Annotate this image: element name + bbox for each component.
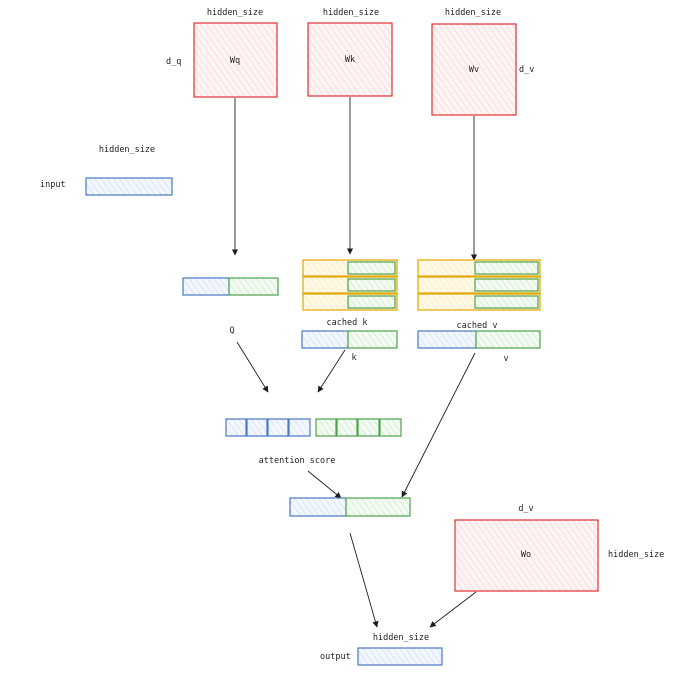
attn-to-output-arrow bbox=[349, 532, 379, 628]
k-to-score-arrow bbox=[317, 349, 346, 393]
attn-output-main bbox=[289, 497, 347, 517]
cached-k-stack bbox=[302, 259, 398, 311]
output-label: output bbox=[320, 652, 351, 662]
wv-side-label: d_v bbox=[519, 65, 534, 75]
v-to-attn-output-arrow bbox=[401, 352, 476, 498]
k-vector-rope bbox=[347, 330, 398, 349]
output-vector bbox=[357, 647, 443, 666]
wo-top-label: d_v bbox=[518, 504, 533, 514]
wo-to-output-arrow bbox=[429, 591, 477, 628]
input-vector bbox=[85, 177, 173, 196]
k-label: k bbox=[351, 353, 356, 363]
v-vector-rope bbox=[475, 330, 541, 349]
wv-top-label: hidden_size bbox=[445, 8, 501, 18]
cached-v-stack bbox=[417, 259, 541, 311]
v-vector-main bbox=[417, 330, 477, 349]
attention-score-label: attention score bbox=[259, 456, 336, 466]
attn-output-rope bbox=[345, 497, 411, 517]
wq-side-label: d_q bbox=[166, 57, 181, 67]
wo-side-label: hidden_size bbox=[608, 550, 664, 560]
wk-label: Wk bbox=[345, 55, 355, 65]
wk-top-label: hidden_size bbox=[323, 8, 379, 18]
input-top-label: hidden_size bbox=[99, 145, 155, 155]
wq-label: Wq bbox=[230, 56, 240, 66]
attention-score-cells bbox=[225, 418, 402, 437]
q-to-score-arrow bbox=[236, 341, 269, 393]
q-vector-main bbox=[182, 277, 230, 296]
q-label: Q bbox=[229, 326, 234, 336]
wo-matrix bbox=[454, 519, 599, 592]
v-label: v bbox=[503, 354, 508, 364]
wq-matrix bbox=[193, 22, 278, 98]
wv-matrix bbox=[431, 23, 517, 116]
q-vector-rope bbox=[228, 277, 279, 296]
score-to-attn-output-arrow bbox=[307, 470, 342, 499]
output-top-label: hidden_size bbox=[373, 633, 429, 643]
k-vector-main bbox=[301, 330, 349, 349]
wo-label: Wo bbox=[521, 550, 531, 560]
cached-v-label: cached v bbox=[457, 321, 498, 331]
cached-k-label: cached k bbox=[327, 318, 368, 328]
input-label: input bbox=[40, 180, 66, 190]
wq-top-label: hidden_size bbox=[207, 8, 263, 18]
wv-label: Wv bbox=[469, 65, 479, 75]
wk-matrix bbox=[307, 22, 393, 97]
